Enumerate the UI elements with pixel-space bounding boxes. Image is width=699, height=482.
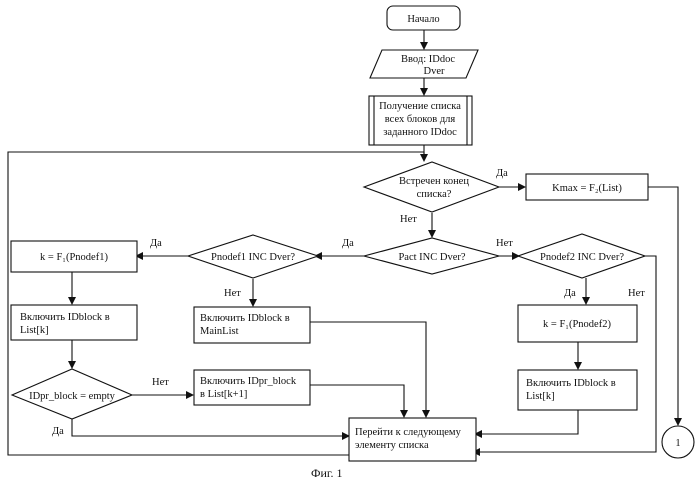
edge-includeidpr-next <box>310 385 404 416</box>
arrow-to-endlist <box>420 154 428 162</box>
label-no-idpr: Нет <box>152 377 169 388</box>
include-list-left-line1: Включить IDblock в <box>20 312 110 323</box>
figure-caption: Фиг. 1 <box>311 466 342 480</box>
end-of-list-line2: списка? <box>417 189 452 200</box>
idpr-empty-decision: IDpr_block = empty <box>12 369 132 419</box>
get-list-node: Получение списка всех блоков для заданно… <box>369 96 472 145</box>
include-list-left-line2: List[k] <box>20 325 49 336</box>
include-idpr-line2: в List[k+1] <box>200 389 247 400</box>
include-idpr-node: Включить IDpr_block в List[k+1] <box>194 370 310 405</box>
arrow-to-getlist <box>420 88 428 96</box>
pact-decision: Pact INC Dver? <box>364 238 499 274</box>
start-node: Начало <box>387 6 460 30</box>
arrow-mainlist-to-next <box>422 410 430 418</box>
arrow-to-pact <box>428 230 436 238</box>
get-list-line1: Получение списка <box>379 101 461 112</box>
next-element-line1: Перейти к следующему <box>355 427 462 438</box>
include-mainlist-line2: MainList <box>200 326 239 337</box>
get-list-line3: заданного IDdoc <box>383 127 457 138</box>
pnodef2-decision: Pnodef2 INC Dver? <box>518 234 645 278</box>
arrow-includeidpr-to-next <box>400 410 408 418</box>
label-no-pact: Нет <box>496 238 513 249</box>
arrow-to-input <box>420 42 428 50</box>
label-yes-pact: Да <box>342 238 354 249</box>
include-mainlist-line1: Включить IDblock в <box>200 313 290 324</box>
edge-includeright-next <box>478 410 578 434</box>
kmax-label: Kmax = F₂(List) <box>552 183 622 194</box>
next-element-line2: элементу списка <box>355 440 429 451</box>
get-list-line2: всех блоков для <box>385 114 456 125</box>
k-f1-right-label: k = F₁(Pnodef2) <box>543 319 611 330</box>
label-yes-pnodef2: Да <box>564 288 576 299</box>
input-label-line1: Ввод: IDdoc <box>401 54 455 65</box>
kmax-node: Kmax = F₂(List) <box>526 174 648 200</box>
connector-node: 1 <box>662 426 694 458</box>
input-label-line2: Dver <box>424 66 445 77</box>
label-yes-pnodef1: Да <box>150 238 162 249</box>
include-list-right-line1: Включить IDblock в <box>526 378 616 389</box>
arrow-to-idpr <box>68 361 76 369</box>
label-no-pnodef1: Нет <box>224 288 241 299</box>
k-f1-left-label: k = F₁(Pnodef1) <box>40 252 108 263</box>
start-label: Начало <box>407 14 439 25</box>
next-element-node: Перейти к следующему элементу списка <box>349 418 476 461</box>
label-yes-idpr: Да <box>52 426 64 437</box>
include-list-left-node: Включить IDblock в List[k] <box>11 305 137 340</box>
end-of-list-line1: Встречен конец <box>399 176 469 187</box>
arrow-to-includeidpr <box>186 391 194 399</box>
arrow-to-mainlist <box>249 299 257 307</box>
label-yes-end-list: Да <box>496 168 508 179</box>
pact-label: Pact INC Dver? <box>398 252 465 263</box>
include-list-right-node: Включить IDblock в List[k] <box>518 370 637 410</box>
include-mainlist-node: Включить IDblock в MainList <box>194 307 310 343</box>
edge-mainlist-next <box>310 322 426 416</box>
pnodef1-decision: Pnodef1 INC Dver? <box>188 235 318 278</box>
k-f1-right-node: k = F₁(Pnodef2) <box>518 305 637 342</box>
edge-kmax-connector <box>648 187 678 424</box>
edge-pnodef2-no <box>476 256 656 452</box>
connector-label: 1 <box>675 438 680 449</box>
pnodef1-label: Pnodef1 INC Dver? <box>211 252 295 263</box>
idpr-empty-label: IDpr_block = empty <box>29 391 116 402</box>
include-idpr-line1: Включить IDpr_block <box>200 376 297 387</box>
arrow-to-kf1-right <box>582 297 590 305</box>
arrow-to-connector <box>674 418 682 426</box>
end-of-list-decision: Встречен конец списка? <box>364 162 499 212</box>
arrow-to-includeleft <box>68 297 76 305</box>
edge-idpr-yes <box>72 419 346 436</box>
input-node: Ввод: IDdoc Dver <box>370 50 478 78</box>
arrow-to-kmax <box>518 183 526 191</box>
k-f1-left-node: k = F₁(Pnodef1) <box>11 241 137 272</box>
label-no-pnodef2: Нет <box>628 288 645 299</box>
arrow-to-includeright <box>574 362 582 370</box>
pnodef2-label: Pnodef2 INC Dver? <box>540 252 624 263</box>
include-list-right-line2: List[k] <box>526 391 555 402</box>
label-no-end-list: Нет <box>400 214 417 225</box>
